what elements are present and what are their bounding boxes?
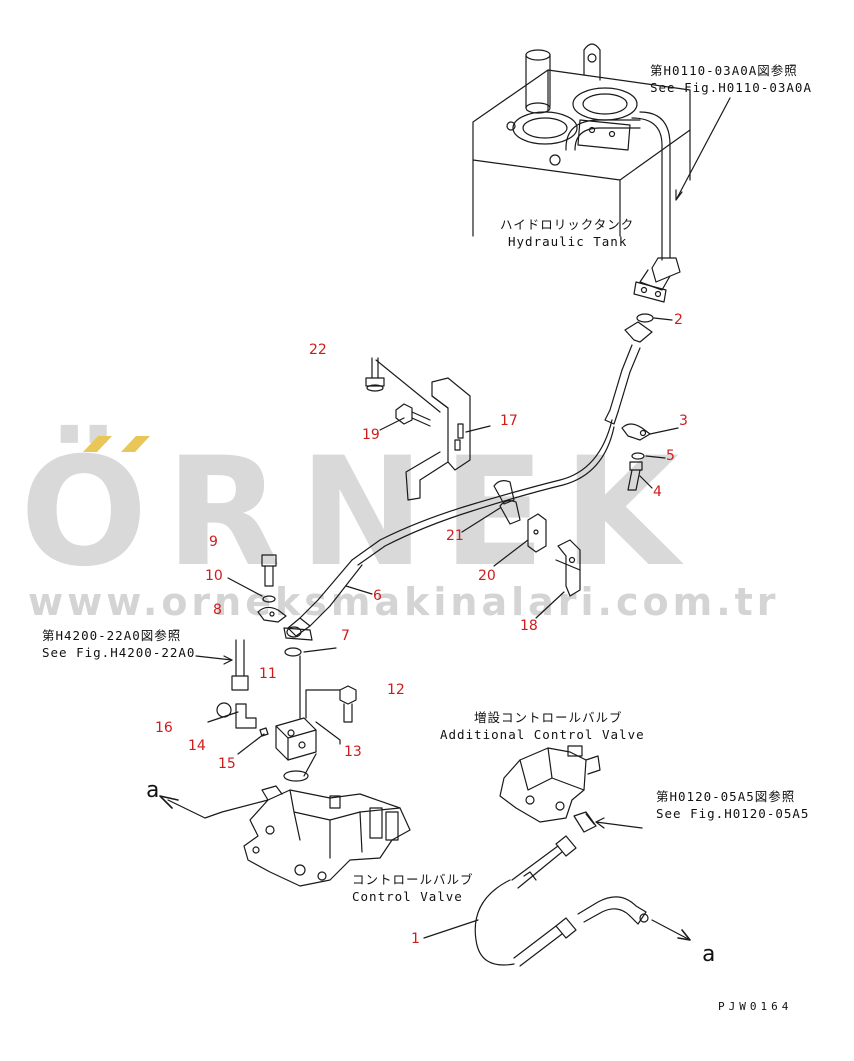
part-number-4: 4 [653,484,662,500]
h4200-reference-jp: 第H4200-22A0図参照 [42,628,182,643]
part-number-13: 13 [344,744,362,760]
clamp-21 [493,480,521,525]
part-number-11: 11 [259,666,277,682]
part-number-20: 20 [478,568,496,584]
bolt-22 [365,357,385,392]
part-number-22: 22 [309,342,327,358]
h0120-reference-en: See Fig.H0120-05A5 [656,806,810,821]
clamp-20 [527,513,547,553]
control-valve [243,785,411,887]
part-number-12: 12 [387,682,405,698]
part-number-9: 9 [209,534,218,550]
bolt-9 [261,554,277,587]
part-number-2: 2 [674,312,683,328]
connection-arrow-a [167,799,269,819]
washer-10 [262,595,276,603]
hose-1 [474,835,649,967]
clamp-3 [621,423,651,441]
part-number-1: 1 [411,931,420,947]
bracket-18 [555,539,581,597]
tank-reference-en: See Fig.H0110-03A0A [650,80,812,95]
part-number-16: 16 [155,720,173,736]
part-number-7: 7 [341,628,350,644]
additional-valve-label-en: Additional Control Valve [440,727,645,742]
suction-pipe [631,111,681,303]
control-valve-label-en: Control Valve [352,889,463,904]
o-ring-7 [284,647,302,657]
part-number-8: 8 [213,602,222,618]
part-number-18: 18 [520,618,538,634]
part-number-19: 19 [362,427,380,443]
watermark-url: www.orneksmakinalari.com.tr [28,580,780,624]
tank-label-jp: ハイドロリックタンク [500,217,635,232]
part-number-10: 10 [205,568,223,584]
drawing-code: PJW0164 [718,1000,793,1013]
part-number-6: 6 [373,588,382,604]
bolt-4 [627,461,643,491]
tank-reference-jp: 第H0110-03A0A図参照 [650,63,798,78]
bolt-19 [395,403,431,427]
part-number-3: 3 [679,413,688,429]
bracket-17 [405,377,471,501]
h4200-reference-en: See Fig.H4200-22A0 [42,645,196,660]
fitting-15 [259,727,269,737]
control-valve-label-jp: コントロールバルブ [352,872,474,887]
watermark-dots [83,436,150,452]
flange-11 [275,717,317,761]
hydraulic-tank [472,43,691,237]
bolt-h4200 [231,639,249,691]
part-number-17: 17 [500,413,518,429]
h0120-reference-jp: 第H0120-05A5図参照 [656,789,796,804]
washer-5 [631,452,645,460]
tank-label-en: Hydraulic Tank [508,234,628,249]
connection-arrow-a-right [651,919,691,941]
part-number-5: 5 [666,448,675,464]
additional-control-valve [499,745,601,823]
part-number-14: 14 [188,738,206,754]
clamp-8 [257,606,287,623]
adapter-fitting [573,811,597,833]
connection-marker-left: a [146,778,161,803]
o-ring-2 [636,313,654,323]
o-ring-13 [283,770,309,782]
elbow-14 [235,703,257,729]
bolt-12 [339,685,357,723]
additional-valve-label-jp: 増設コントロールバルブ [474,710,623,725]
connection-marker-right: a [702,942,717,967]
part-number-15: 15 [218,756,236,772]
part-number-21: 21 [446,528,464,544]
hose-6 [283,321,653,641]
